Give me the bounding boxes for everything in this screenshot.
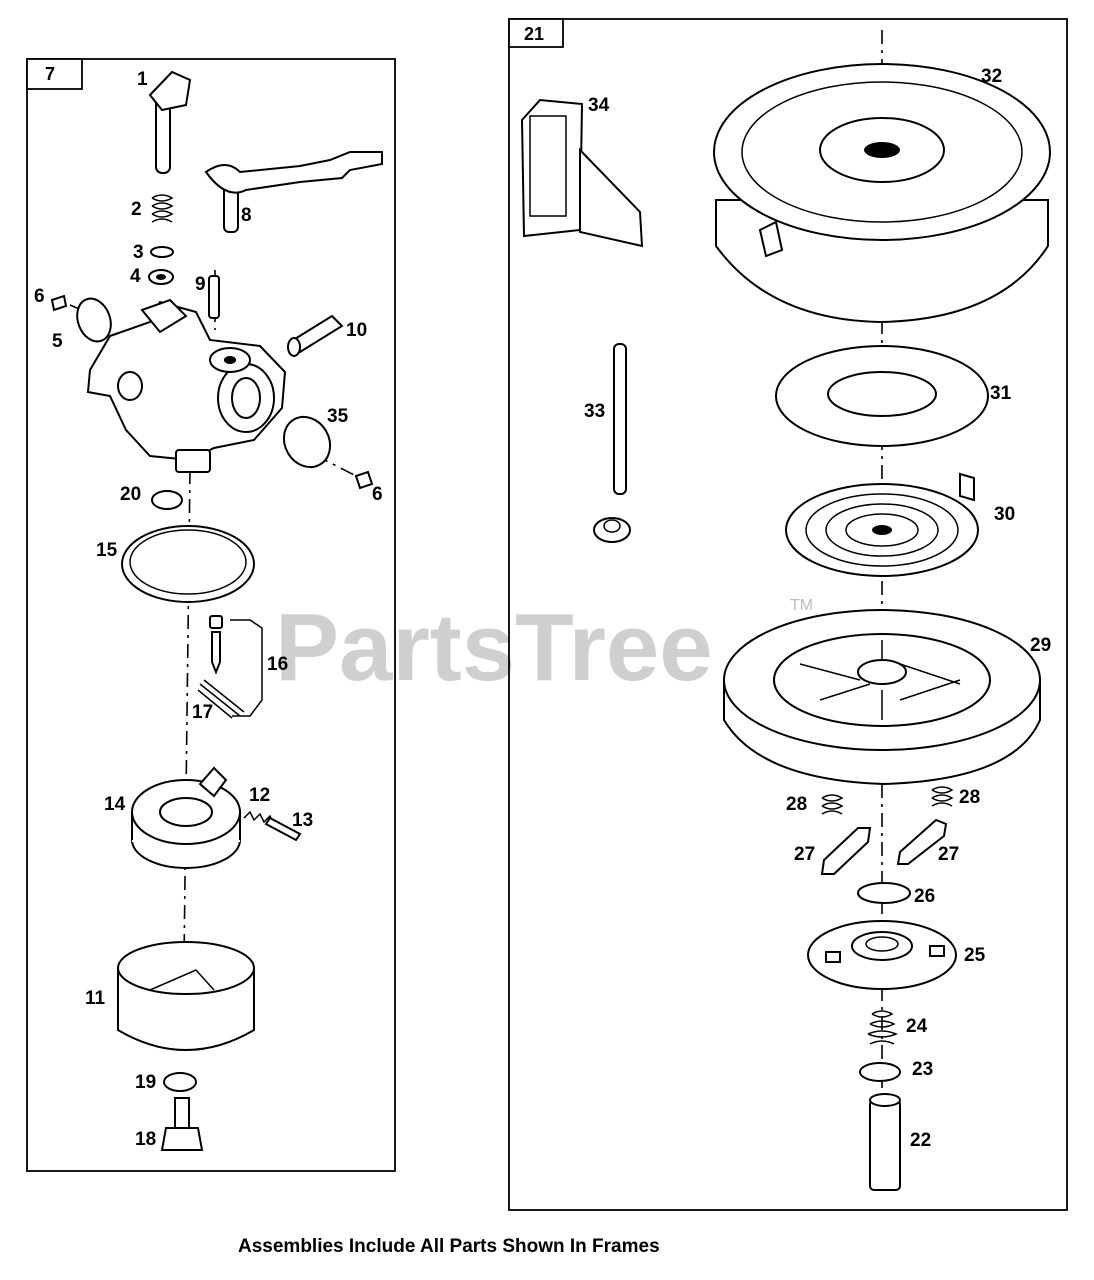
part-retainer-25 [807,920,957,990]
callout-4: 4 [130,266,141,287]
part-seal-4 [148,269,174,285]
part-o-ring-20 [151,490,183,510]
callout-33: 33 [584,401,605,422]
callout-13: 13 [292,810,313,831]
callout-28-left: 28 [786,794,807,815]
part-plate-31 [775,345,989,447]
part-washer-19 [163,1072,197,1092]
callout-34: 34 [588,95,610,116]
part-washer-23 [859,1062,901,1082]
callout-31: 31 [990,383,1012,404]
part-shaft-22 [869,1093,901,1191]
part-washer-3 [150,246,174,258]
callout-22: 22 [910,1130,931,1151]
callout-30: 30 [994,504,1015,525]
callout-8: 8 [241,205,252,226]
frame-carburetor-assembly: 7 [26,58,396,1172]
part-float-bowl [117,941,255,1051]
part-hinge-pin-17 [197,679,245,719]
callout-19: 19 [135,1072,156,1093]
callout-3: 3 [133,242,144,263]
callout-20: 20 [120,484,141,505]
part-rod-33 [613,343,627,495]
callout-23: 23 [912,1059,933,1080]
callout-35: 35 [327,406,349,427]
watermark-tm: TM [790,597,813,614]
part-knot [593,517,631,543]
callout-25: 25 [964,945,986,966]
callout-6-left: 6 [34,286,45,307]
part-spring-28-right [931,786,954,807]
watermark-text: PartsTree [275,594,713,701]
part-throttle-shaft [204,151,383,233]
caption-assemblies-note: Assemblies Include All Parts Shown In Fr… [238,1236,660,1257]
part-throttle-plate-35 [282,415,332,469]
callout-2: 2 [131,199,142,220]
part-spring-28-left [821,794,844,815]
callout-28-right: 28 [959,787,980,808]
part-baffle-34 [520,98,644,248]
callout-27-left: 27 [794,844,815,865]
part-screw-6-left [50,294,68,312]
frame-tag-21: 21 [524,24,544,44]
callout-6-right: 6 [372,484,383,505]
callout-5: 5 [52,331,63,352]
part-spring-12 [243,810,275,825]
part-float [131,766,241,869]
callout-14: 14 [104,794,126,815]
part-bowl-gasket [121,525,255,603]
part-carburetor-body [86,298,287,473]
callout-29: 29 [1030,635,1051,656]
callout-1: 1 [137,69,148,90]
part-fuel-fitting [287,314,344,357]
part-pawl-27-right [896,818,948,865]
part-spring-2 [151,194,174,223]
callout-17: 17 [192,702,213,723]
part-pin-13 [264,816,302,842]
callout-18: 18 [135,1129,156,1150]
part-recoil-spring-30 [785,472,979,577]
part-inlet-needle [211,631,221,675]
part-bowl-nut-18 [160,1097,204,1151]
part-starter-housing [713,63,1051,324]
callout-24: 24 [906,1016,928,1037]
part-screw-6-right [354,470,374,490]
frame-tag-7: 7 [45,64,55,84]
callout-15: 15 [96,540,118,561]
part-pawl-27-left [820,827,872,875]
callout-9: 9 [195,274,206,295]
callout-32: 32 [981,66,1002,87]
callout-27-right: 27 [938,844,959,865]
callout-11: 11 [85,988,106,1009]
callout-12: 12 [249,785,270,806]
frame-starter-assembly: 21 [508,18,1068,1211]
part-washer-26 [857,882,911,904]
callout-16: 16 [267,654,288,675]
part-spring-24 [867,1010,898,1045]
bracket-16 [230,619,263,717]
callout-26: 26 [914,886,935,907]
part-choke-plate-5 [76,297,112,343]
part-screw-9 [208,275,220,319]
part-pulley-29 [723,609,1041,786]
part-choke-shaft [148,70,192,174]
part-inlet-seat [209,615,223,629]
callout-10: 10 [346,320,367,341]
